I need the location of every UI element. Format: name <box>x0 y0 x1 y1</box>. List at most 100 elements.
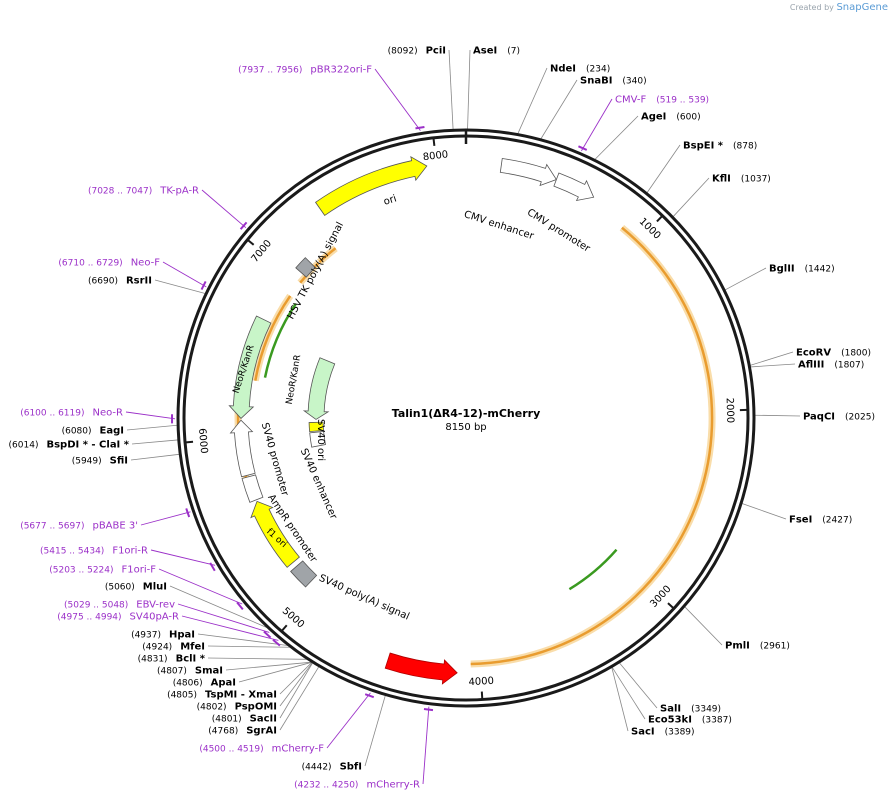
enzyme-site[interactable]: (4831)BclI * <box>138 654 206 665</box>
primer-leader <box>201 189 247 229</box>
enzyme-site[interactable]: NdeI(234) <box>550 64 610 75</box>
enzyme-site[interactable]: KflI(1037) <box>712 174 771 185</box>
primer-site[interactable]: CMV-F(519 .. 539) <box>615 95 709 106</box>
enzyme-site[interactable]: (5060)MluI <box>105 582 167 593</box>
enzyme-position: (234) <box>586 65 610 75</box>
primer-site[interactable]: (5677 .. 5697)pBABE 3' <box>20 521 138 532</box>
primer-site[interactable]: (7028 .. 7047)TK-pA-R <box>88 186 199 197</box>
feature-label: CMV enhancer <box>463 209 536 242</box>
primer-site[interactable]: (6710 .. 6729)Neo-F <box>58 258 160 269</box>
enzyme-name: MfeI <box>180 642 205 653</box>
enzyme-site[interactable]: (4442)SbfI <box>302 762 362 773</box>
enzyme-leader <box>207 645 291 648</box>
orange-arc <box>318 247 337 264</box>
enzyme-position: (3387) <box>702 716 732 726</box>
enzyme-position: (4831) <box>138 655 168 665</box>
enzyme-name: KflI <box>712 174 731 185</box>
primer-range: (5029 .. 5048) <box>64 601 128 611</box>
orange-feature-arcs <box>234 224 716 668</box>
enzyme-leader <box>646 144 681 193</box>
enzyme-site[interactable]: (5949)SfiI <box>72 456 128 467</box>
enzyme-site[interactable]: SalI(3349) <box>660 704 721 715</box>
primer-site[interactable]: (5415 .. 5434)F1ori-R <box>40 546 148 557</box>
enzyme-site[interactable]: AseI (7) <box>473 46 520 57</box>
primer-range: (6100 .. 6119) <box>20 409 84 419</box>
enzyme-position: (2961) <box>760 642 790 652</box>
enzyme-site[interactable]: PmlI(2961) <box>725 641 790 652</box>
enzyme-label: SnaBI(340) <box>580 76 647 87</box>
enzyme-name: PciI <box>426 46 446 57</box>
enzyme-position: (4802) <box>197 703 227 713</box>
primer-label: (4975 .. 4994)SV40pA-R <box>57 612 179 623</box>
enzyme-position: (8092) <box>388 47 418 57</box>
enzyme-site[interactable]: (4806)ApaI <box>173 678 236 689</box>
enzyme-label: (4924)MfeI <box>142 642 205 653</box>
enzyme-name: FseI <box>789 515 812 526</box>
enzyme-site[interactable]: EcoRV(1800) <box>796 348 871 359</box>
enzyme-site[interactable]: (6690)RsrII <box>88 276 152 287</box>
enzyme-name: SacI <box>631 727 655 738</box>
enzyme-site[interactable]: SnaBI(340) <box>580 76 647 87</box>
enzyme-site[interactable]: (4924)MfeI <box>142 642 205 653</box>
primer-site[interactable]: (5029 .. 5048)EBV-rev <box>64 600 175 611</box>
enzyme-position: (600) <box>676 113 700 123</box>
enzyme-site[interactable]: PaqCI(2025) <box>803 412 875 423</box>
enzyme-site[interactable]: BspEI *(878) <box>683 141 757 152</box>
enzyme-site[interactable]: (4768)SgrAI <box>208 726 277 737</box>
enzyme-leader <box>225 661 312 671</box>
primer-leader <box>158 568 243 605</box>
enzyme-site[interactable]: (6080)EagI <box>62 426 124 437</box>
ruler-tick <box>247 239 255 246</box>
enzyme-site[interactable]: (4807)SmaI <box>157 666 223 677</box>
enzyme-name: AseI <box>473 46 497 57</box>
enzyme-site[interactable]: AflIII(1807) <box>798 360 864 371</box>
enzyme-position: (4805) <box>167 691 197 701</box>
enzyme-leader <box>154 279 206 294</box>
enzyme-position: (4768) <box>208 727 238 737</box>
primer-site[interactable]: (5203 .. 5224)F1ori-F <box>49 565 156 576</box>
primer-range: (4500 .. 4519) <box>199 745 263 755</box>
primer-site[interactable]: (4975 .. 4994)SV40pA-R <box>57 612 179 623</box>
primer-site[interactable]: (4500 .. 4519)mCherry-F <box>199 744 324 755</box>
enzyme-position: (4806) <box>173 679 203 689</box>
enzyme-leader <box>754 414 801 417</box>
enzyme-site[interactable]: BglII(1442) <box>769 264 835 275</box>
enzyme-position: (7) <box>507 47 520 57</box>
primer-site[interactable]: (4232 .. 4250)mCherry-R <box>294 780 420 791</box>
enzyme-site[interactable]: (4937)HpaI <box>131 630 195 641</box>
enzyme-site[interactable]: Eco53kI(3387) <box>648 715 732 726</box>
primer-site[interactable]: (6100 .. 6119)Neo-R <box>20 408 123 419</box>
enzyme-position: (340) <box>622 77 646 87</box>
feature-block-sv40-enhancer <box>309 431 326 448</box>
primer-label: (5203 .. 5224)F1ori-F <box>49 565 156 576</box>
enzyme-site[interactable]: (4802)PspOMI <box>197 702 277 713</box>
enzyme-site[interactable]: SacI(3389) <box>631 727 695 738</box>
enzyme-label: (4805)TspMI - XmaI <box>167 690 277 701</box>
enzyme-site[interactable]: (4801)SacII <box>212 714 277 725</box>
primer-site[interactable]: (7937 .. 7956)pBR322ori-F <box>238 65 372 76</box>
primer-mark <box>239 221 248 230</box>
enzyme-site[interactable]: AgeI(600) <box>641 112 701 123</box>
primer-leader <box>162 261 207 288</box>
enzyme-site[interactable]: (8092) PciI <box>388 46 446 57</box>
enzyme-site[interactable]: FseI(2427) <box>789 515 852 526</box>
enzyme-leader <box>684 606 723 646</box>
enzyme-label: (4802)PspOMI <box>197 702 277 713</box>
primer-range: (4232 .. 4250) <box>294 781 358 791</box>
primer-range: (5203 .. 5224) <box>49 566 113 576</box>
enzyme-site[interactable]: (6014)BspDI * - ClaI * <box>9 440 130 451</box>
primer-leader <box>326 692 371 749</box>
enzyme-position: (5060) <box>105 583 135 593</box>
enzyme-site[interactable]: (4805)TspMI - XmaI <box>167 690 277 701</box>
enzyme-name: PaqCI <box>803 412 835 423</box>
enzyme-name: SfiI <box>110 456 128 467</box>
enzyme-label: (4807)SmaI <box>157 666 223 677</box>
enzyme-name: BspEI * <box>683 141 724 152</box>
ruler-tick <box>185 440 194 444</box>
enzyme-leader <box>724 267 767 291</box>
feature-arrow-cmv-enhancer <box>499 158 557 187</box>
orange-arc <box>470 226 714 666</box>
primer-label: (5415 .. 5434)F1ori-R <box>40 546 148 557</box>
plasmid-length: 8150 bp <box>445 422 486 433</box>
feature-label: SV40 poly(A) signal <box>317 573 411 623</box>
